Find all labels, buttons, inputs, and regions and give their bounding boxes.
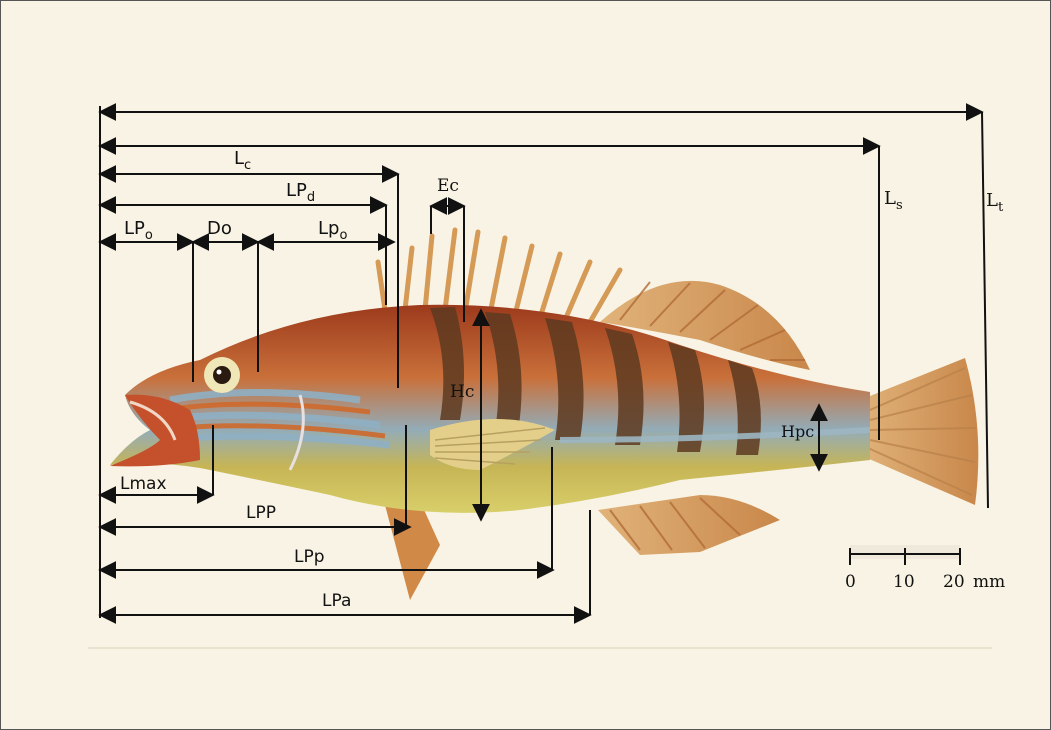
lpp-upper-label: LPP: [246, 503, 276, 523]
scale-label-10: 10: [893, 572, 915, 592]
lp-o-label: Lpo: [318, 218, 347, 243]
lpa-label: LPa: [322, 591, 351, 611]
ls-label: Ls: [884, 188, 903, 213]
anal-fin: [598, 495, 780, 555]
ec-label: Ec: [437, 176, 459, 196]
lpp-lower-label: LPp: [294, 547, 325, 567]
scale-unit: mm: [973, 572, 1005, 592]
hc-label: Hc: [450, 382, 474, 402]
scale-label-20: 20: [943, 572, 965, 592]
caudal-fin: [860, 358, 978, 505]
lt-label: Lt: [986, 190, 1004, 215]
fish-illustration: [110, 230, 978, 600]
lt-tick: [982, 112, 988, 508]
scale-bar: 0 10 20 mm: [845, 545, 1005, 592]
lpo-label: LPo: [124, 218, 153, 243]
scale-label-0: 0: [845, 572, 856, 592]
do-label: Do: [207, 218, 232, 239]
lmax-label: Lmax: [120, 474, 167, 494]
hpc-label: Hpc: [781, 422, 814, 441]
lc-label: Lc: [234, 148, 251, 173]
lpd-label: LPd: [286, 180, 315, 205]
